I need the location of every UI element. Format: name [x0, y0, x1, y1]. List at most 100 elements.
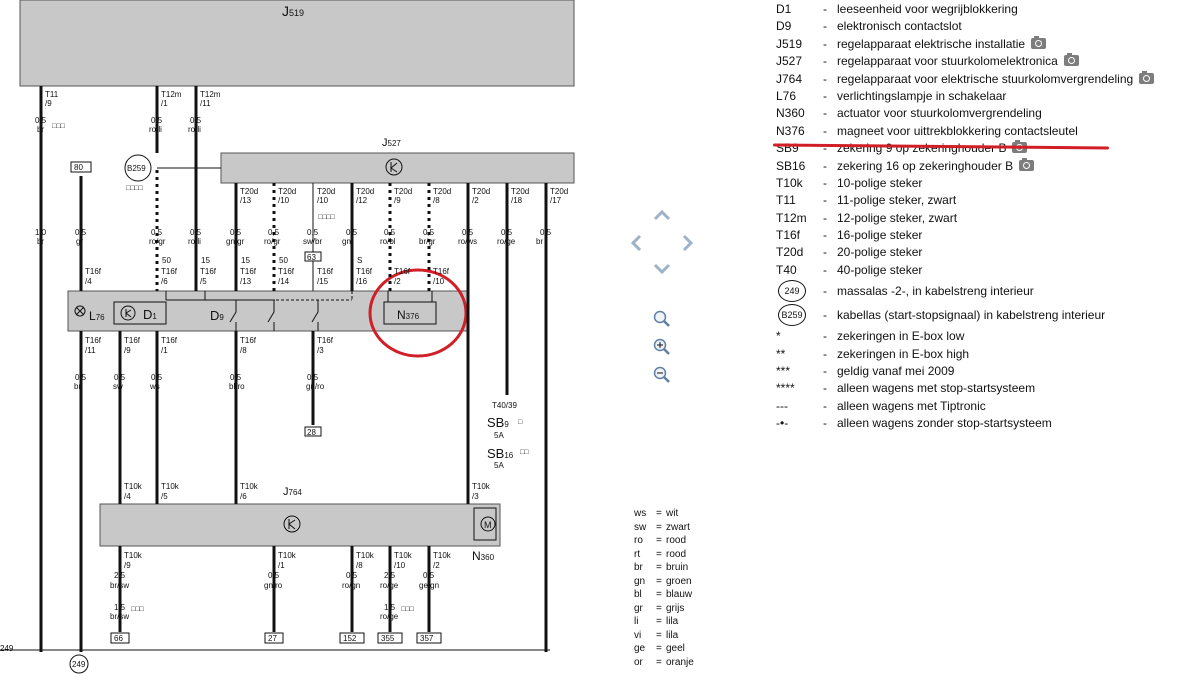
color-key-name: zwart	[666, 521, 690, 533]
j764-label: J764	[283, 486, 302, 498]
wire-label: T16f	[433, 267, 450, 276]
legend-row: T11-11-polige steker, zwart	[776, 193, 1196, 210]
legend-code: T10k	[776, 175, 803, 190]
sb9-amp: 5A	[494, 431, 504, 440]
camera-icon[interactable]	[1031, 35, 1047, 49]
color-key-abbr: rt	[634, 548, 641, 560]
legend-description: zekeringen in E-box low	[837, 329, 965, 344]
legend-code: B259	[778, 304, 806, 327]
wire-label: /14	[278, 277, 290, 286]
wire-label: 1,5	[384, 603, 396, 612]
terminal-box-label: 66	[114, 634, 123, 643]
legend-description: verlichtingslampje in schakelaar	[837, 88, 1007, 103]
legend-description: actuator voor stuurkolomvergrendeling	[837, 106, 1042, 121]
box-28	[304, 426, 322, 437]
wire-label: T20d	[394, 187, 412, 196]
sb9-label: SB9	[487, 415, 509, 430]
pan-up-icon[interactable]	[652, 208, 672, 222]
pan-down-icon[interactable]	[652, 262, 672, 276]
color-key-row: bl=blauw	[634, 589, 754, 603]
wire-label: T20d	[356, 187, 374, 196]
wire-label: /11	[85, 346, 96, 355]
wire-label: T10k	[124, 551, 143, 560]
wire-label: /4	[85, 277, 92, 286]
legend-row: J527-regelapparaat voor stuurkolomelektr…	[776, 53, 1196, 71]
legend-description: 11-polige steker, zwart	[837, 193, 957, 208]
wire-label: 0,5	[268, 571, 280, 580]
legend-code: T12m	[776, 210, 807, 225]
wire-label: □□□	[401, 606, 414, 613]
wire-label: 0,5	[423, 228, 435, 237]
color-key-abbr: sw	[634, 521, 647, 533]
zoom-out-icon[interactable]	[652, 365, 672, 385]
legend-code: D1	[776, 2, 792, 16]
legend-description: 16-polige steker	[837, 228, 923, 243]
legend-code: D9	[776, 19, 792, 34]
wire-label: 0,5	[501, 228, 513, 237]
terminal-box	[110, 632, 130, 644]
color-key-name: rood	[666, 535, 687, 546]
zoom-in-icon[interactable]	[652, 337, 672, 357]
wire-label: /5	[161, 492, 168, 501]
wire-label: T20d	[433, 187, 451, 196]
wire-label: 0,5	[346, 228, 358, 237]
pan-right-icon[interactable]	[680, 233, 696, 253]
legend-row: ***-geldig vanaf mei 2009	[776, 364, 1196, 381]
legend-code: ---	[776, 398, 788, 413]
wire-label: 0,5	[384, 228, 396, 237]
legend-code: T11	[776, 193, 796, 208]
wire-label: T20d	[472, 187, 490, 196]
wire-label: /1	[161, 346, 168, 355]
legend-dash: -	[823, 381, 827, 396]
b259-circle	[124, 154, 152, 182]
legend-description: kabellas (start-stopsignaal) in kabelstr…	[837, 308, 1106, 323]
wire-label: /10	[317, 196, 329, 205]
wire-label: gn/ro	[264, 581, 283, 590]
legend-description: leeseenheid voor wegrijblokkering	[837, 2, 1018, 16]
wire-label: T10k	[161, 482, 180, 491]
terminal-box	[339, 632, 365, 644]
wire-label: 0,5	[462, 228, 474, 237]
wire-label: bl/ro	[229, 382, 245, 391]
legend-row: J519-regelapparaat elektrische installat…	[776, 35, 1196, 54]
ecu-symbol-icon	[283, 515, 301, 533]
color-key-abbr: gr	[634, 602, 643, 614]
wire-label: sw	[113, 382, 123, 391]
wire-label: ro/gn	[342, 581, 360, 590]
legend-dash: -	[823, 284, 827, 299]
terminal-box-label: 27	[268, 634, 277, 643]
wire-label: /2	[472, 196, 479, 205]
wire-label: 0,5	[151, 373, 163, 382]
legend-row: D1-leeseenheid voor wegrijblokkering	[776, 2, 1196, 19]
j519-label: J519	[282, 3, 304, 19]
color-key-abbr: gn	[634, 575, 646, 587]
color-key-name: blauw	[666, 589, 693, 600]
l76-label: L76	[89, 309, 105, 323]
legend-dash: -	[823, 210, 827, 225]
zoom-icon[interactable]	[652, 309, 672, 329]
camera-icon[interactable]	[1019, 157, 1035, 171]
wire-label: /15	[317, 277, 329, 286]
wire-label: 0,5	[307, 373, 319, 382]
wire-label: T16f	[161, 336, 178, 345]
sb16-amp: 5A	[494, 461, 504, 470]
color-key-row: sw=zwart	[634, 522, 754, 536]
color-key-name: oranje	[666, 656, 694, 668]
wire-label: T16f	[85, 267, 102, 276]
wire-label: ro/ws	[458, 237, 477, 246]
terminal-box	[377, 632, 403, 644]
wire-label: T20d	[240, 187, 258, 196]
legend-code: J764	[776, 71, 803, 86]
ecu-symbol-icon	[120, 305, 136, 321]
color-key-eq: =	[656, 643, 662, 654]
j519-module	[19, 0, 575, 87]
camera-icon[interactable]	[1063, 53, 1079, 67]
camera-icon[interactable]	[1139, 70, 1155, 84]
dotted-wire-set	[155, 170, 431, 291]
pan-left-icon[interactable]	[628, 233, 644, 253]
wire-label: 50	[279, 256, 288, 265]
color-key-eq: =	[656, 548, 662, 560]
ecu-symbol-icon-k	[390, 162, 398, 173]
legend-row: **-zekeringen in E-box high	[776, 347, 1196, 364]
legend-code: SB16	[776, 158, 806, 173]
